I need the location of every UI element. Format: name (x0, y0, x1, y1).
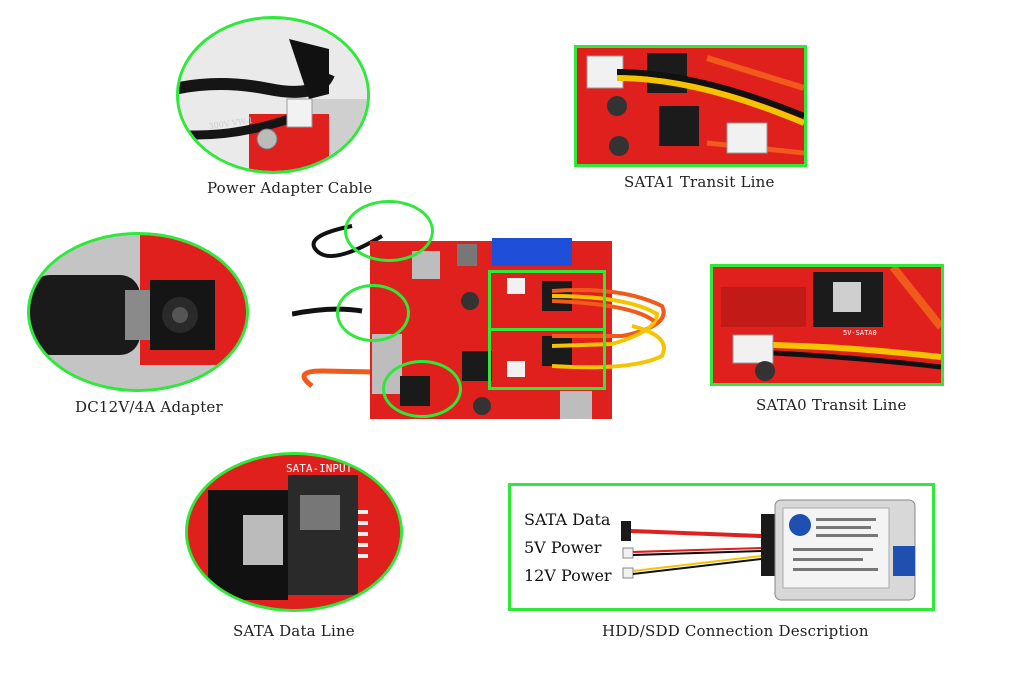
label-5v-power: 5V Power (524, 538, 602, 557)
caption-dc-adapter: DC12V/4A Adapter (75, 398, 223, 416)
sata1-callout (574, 45, 807, 167)
sata1-photo (577, 48, 804, 164)
main-board (292, 196, 672, 428)
power-cable-photo: 300V VW-1 (179, 19, 367, 171)
sata-data-photo: SATA-INPUT (188, 455, 400, 609)
dc-adapter-callout (27, 232, 249, 392)
sata-data-callout: SATA-INPUT (185, 452, 403, 612)
sata-input-silkscreen: SATA-INPUT (286, 462, 353, 475)
sata0-callout: 5V-SATA0 (710, 264, 944, 386)
caption-power-adapter-cable: Power Adapter Cable (207, 179, 373, 197)
sata-transit-divider (488, 328, 606, 331)
sata-data-zoom-ring (382, 360, 462, 418)
hdd-wiring-photo (621, 499, 916, 601)
label-sata-data: SATA Data (524, 510, 611, 529)
sata0-silkscreen: 5V-SATA0 (843, 329, 877, 337)
dc-adapter-photo (30, 235, 246, 389)
hdd-connection-callout: SATA Data 5V Power 12V Power (508, 483, 935, 611)
dc-adapter-zoom-ring (336, 284, 410, 342)
caption-sata1-transit-line: SATA1 Transit Line (624, 173, 775, 191)
caption-sata0-transit-line: SATA0 Transit Line (756, 396, 907, 414)
power-cable-zoom-ring (344, 200, 434, 262)
caption-hdd-connection: HDD/SDD Connection Description (602, 622, 869, 640)
caption-sata-data-line: SATA Data Line (233, 622, 355, 640)
power-cable-callout: 300V VW-1 (176, 16, 370, 174)
label-12v-power: 12V Power (524, 566, 612, 585)
sata0-photo: 5V-SATA0 (713, 267, 941, 383)
